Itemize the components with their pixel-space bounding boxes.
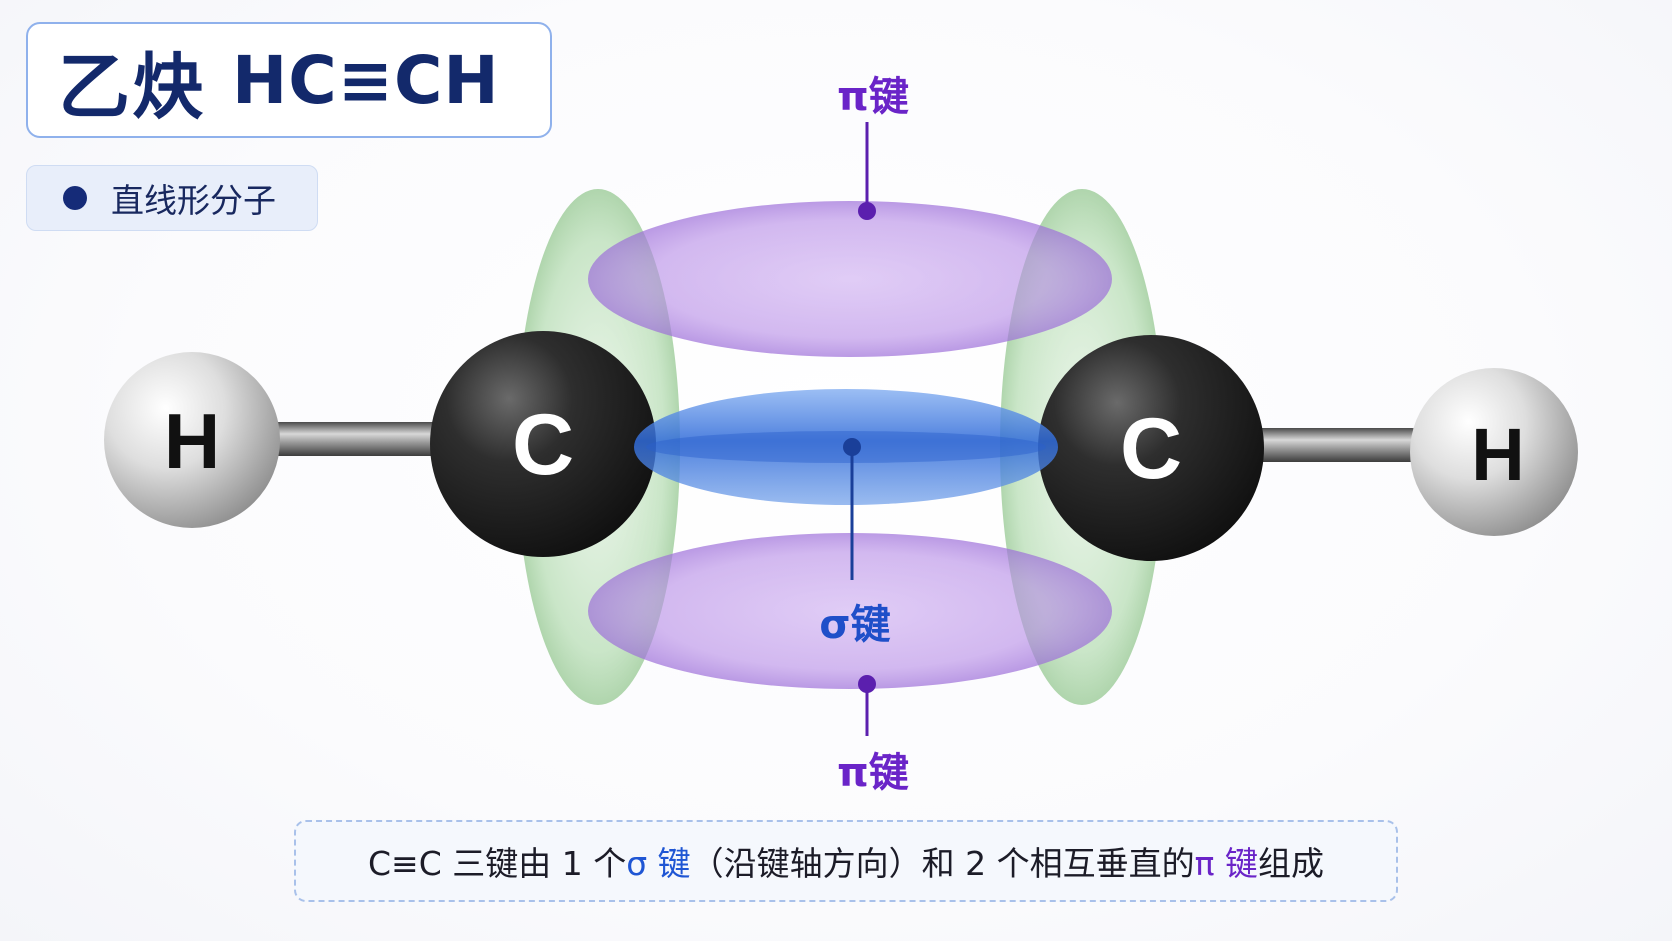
caption-part-1: C≡C 三键由 1 个 [368, 844, 627, 883]
carbon-atom-right [1038, 335, 1264, 561]
sigma-leader [843, 438, 861, 580]
pi-orbital-bottom [588, 533, 1112, 689]
hydrogen-atom-right [1410, 368, 1578, 536]
bullet-dot-icon [63, 186, 87, 210]
molecular-shape-tag: 直线形分子 [26, 165, 318, 231]
caption-box: C≡C 三键由 1 个 σ 键（沿键轴方向）和 2 个相互垂直的 π 键组成 [294, 820, 1398, 902]
hydrogen-atom-left [104, 352, 280, 528]
bond-rod-left [262, 422, 442, 456]
title-box: 乙炔 HC≡CH [26, 22, 552, 138]
pi-bond-label-top: π键 [837, 74, 909, 120]
pi-orbital-top [588, 201, 1112, 357]
shape-text: 直线形分子 [111, 181, 276, 220]
caption-part-3: 组成 [1257, 844, 1324, 883]
atom-label-h-left: H [164, 397, 220, 485]
compound-name: 乙炔 [58, 44, 207, 129]
pi-bottom-leader [858, 675, 876, 736]
pi-top-leader [858, 122, 876, 220]
carbon-atom-left [430, 331, 656, 557]
pi-bond-label-bottom: π键 [837, 750, 909, 796]
bond-rod-right [1238, 428, 1418, 462]
caption-sigma: σ 键 [626, 844, 691, 883]
atom-label-c-right: C [1120, 401, 1182, 497]
atom-label-c-left: C [512, 397, 574, 493]
sigma-bond-label: σ键 [819, 602, 891, 648]
caption-part-2: （沿键轴方向）和 2 个相互垂直的 [690, 844, 1195, 883]
compound-formula: HC≡CH [232, 41, 500, 119]
atom-label-h-right: H [1471, 413, 1524, 496]
caption-pi: π 键 [1194, 844, 1258, 883]
